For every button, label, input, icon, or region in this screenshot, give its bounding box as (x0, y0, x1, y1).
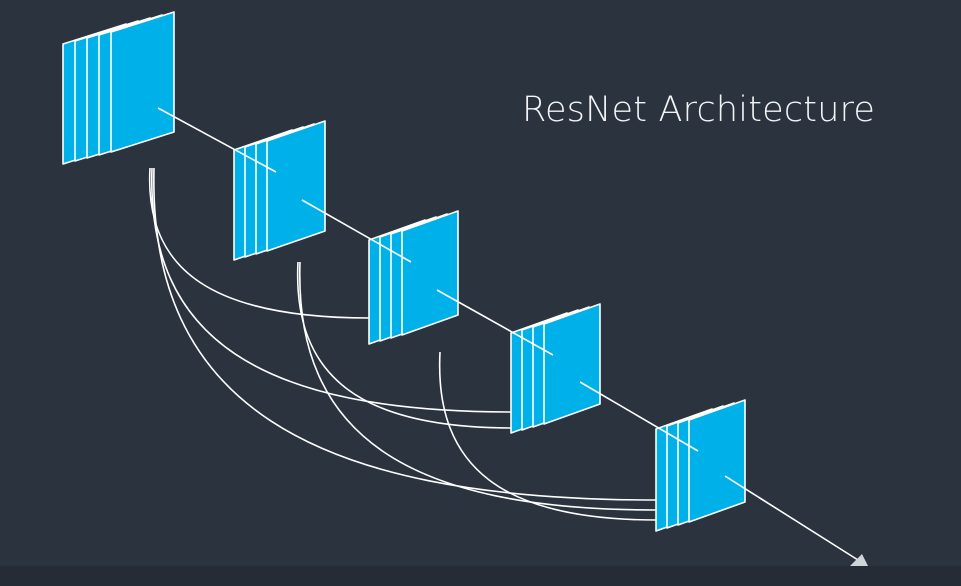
sequential-connections (157, 107, 870, 570)
block-1-layer-5 (110, 11, 175, 153)
block-4-layer-4 (543, 303, 601, 425)
block-5 (655, 399, 746, 532)
skip-connection-block-3-block-5 (438, 351, 658, 521)
output-connection (724, 475, 859, 561)
block-2-layer-4 (266, 120, 326, 252)
layer-blocks (62, 11, 746, 532)
bottom-bar (0, 566, 961, 586)
skip-connection-block-1-block-5 (153, 167, 658, 501)
block-2 (233, 120, 326, 261)
skip-connection-block-2-block-4 (296, 261, 513, 429)
block-4 (510, 303, 601, 434)
skip-connection-block-1-block-3 (148, 167, 371, 319)
block-1 (62, 11, 175, 165)
slide-title: ResNet Architecture (522, 90, 876, 130)
skip-connections (148, 167, 658, 521)
connection-block-3-block-4 (436, 289, 554, 356)
block-5-layer-4 (688, 399, 746, 523)
skip-connection-block-2-block-5 (299, 261, 658, 511)
block-3 (368, 210, 459, 345)
block-3-layer-4 (401, 210, 459, 336)
connection-block-1-block-2 (157, 107, 277, 173)
connection-block-2-block-3 (301, 199, 412, 263)
connection-block-4-block-5 (579, 381, 699, 452)
